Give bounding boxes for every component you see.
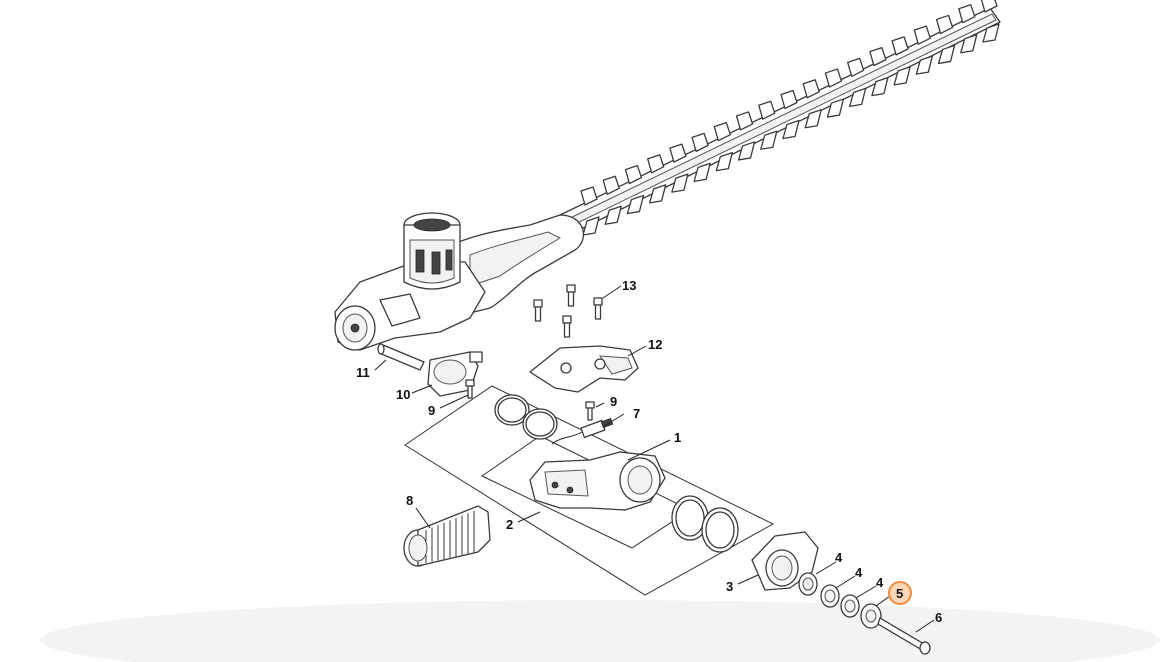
blade-tooth-bottom bbox=[715, 152, 733, 172]
blade-tooth-bottom bbox=[671, 173, 689, 193]
snap-rings-upper bbox=[494, 394, 558, 440]
blade-tooth-top bbox=[913, 25, 931, 45]
washer-4c bbox=[840, 594, 860, 618]
callout-13[interactable]: 13 bbox=[622, 278, 636, 293]
blade-tooth-top bbox=[935, 14, 954, 35]
blade-tooth-bottom bbox=[626, 194, 645, 215]
blade-tooth-bottom bbox=[982, 23, 1000, 43]
callout-2[interactable]: 2 bbox=[506, 517, 513, 532]
callout-3[interactable]: 3 bbox=[726, 579, 733, 594]
blade-tooth-top bbox=[980, 0, 998, 13]
blade-assembly bbox=[439, 0, 1001, 319]
blade-tooth-bottom bbox=[871, 76, 889, 97]
blade-tooth-bottom bbox=[649, 184, 667, 204]
floor-shadow bbox=[40, 600, 1160, 662]
blade-tooth-bottom bbox=[604, 205, 622, 225]
blade-tooth-bottom bbox=[582, 216, 600, 236]
blade-tooth-bottom bbox=[782, 119, 800, 140]
callout-9a[interactable]: 9 bbox=[428, 403, 435, 418]
blade-tooth-top bbox=[891, 36, 909, 56]
blade-tooth-bottom bbox=[826, 98, 845, 118]
callout-1[interactable]: 1 bbox=[674, 430, 681, 445]
blade-tooth-top bbox=[713, 122, 731, 142]
blade-tooth-top bbox=[802, 79, 820, 99]
kit-frame-2 bbox=[404, 385, 775, 596]
callout-12[interactable]: 12 bbox=[648, 337, 662, 352]
blade-tooth-bottom bbox=[915, 55, 933, 75]
blade-tooth-bottom bbox=[693, 162, 711, 183]
callout-labels: 13 12 11 10 9 9 7 1 8 2 3 4 4 4 5 6 bbox=[356, 278, 942, 625]
blade-tooth-bottom bbox=[893, 66, 911, 86]
bolt-6 bbox=[877, 617, 931, 655]
pin-11 bbox=[377, 343, 425, 371]
callout-6[interactable]: 6 bbox=[935, 610, 942, 625]
blade-tooth-bottom bbox=[760, 130, 778, 150]
blade-tooth-bottom bbox=[804, 109, 822, 129]
washer-5 bbox=[860, 603, 882, 629]
blade-tooth-bottom bbox=[937, 44, 956, 65]
callout-11[interactable]: 11 bbox=[356, 365, 370, 380]
callout-9b[interactable]: 9 bbox=[610, 394, 617, 409]
blade-tooth-bottom bbox=[737, 141, 756, 161]
blade-tooth-top bbox=[647, 154, 665, 174]
bracket-12 bbox=[529, 345, 639, 393]
callout-7[interactable]: 7 bbox=[633, 406, 640, 421]
blade-tooth-top bbox=[780, 89, 798, 110]
screws-13 bbox=[533, 284, 603, 338]
blade-tooth-top bbox=[624, 164, 643, 185]
housing-1 bbox=[529, 451, 666, 511]
washer-4a bbox=[798, 572, 818, 596]
blade-tooth-top bbox=[958, 4, 976, 24]
callout-10[interactable]: 10 bbox=[396, 387, 410, 402]
screw-9a bbox=[465, 379, 475, 399]
blade-tooth-top bbox=[735, 111, 754, 131]
highlight-marker-5[interactable] bbox=[888, 581, 912, 605]
blade-tooth-bottom bbox=[849, 87, 867, 107]
blade-tooth-top bbox=[602, 175, 620, 195]
screw-9b bbox=[585, 401, 595, 421]
motor-housing bbox=[334, 212, 486, 351]
callout-8[interactable]: 8 bbox=[406, 493, 413, 508]
blade-tooth-top bbox=[869, 46, 887, 67]
blade-tooth-top bbox=[580, 186, 598, 206]
sleeve-8 bbox=[403, 505, 491, 567]
snap-rings-lower bbox=[671, 495, 739, 553]
blade-tooth-top bbox=[824, 68, 843, 88]
blade-tooth-top bbox=[758, 100, 776, 120]
sensor-7 bbox=[551, 417, 614, 445]
leader-lines bbox=[374, 285, 935, 633]
blade-tooth-top bbox=[669, 143, 687, 163]
callout-4b[interactable]: 4 bbox=[855, 565, 863, 580]
cap-10 bbox=[427, 351, 483, 397]
callout-4a[interactable]: 4 bbox=[835, 550, 843, 565]
blade-tooth-bottom bbox=[960, 34, 978, 54]
callout-4c[interactable]: 4 bbox=[876, 575, 884, 590]
blade-tooth-top bbox=[847, 57, 865, 77]
washer-4b bbox=[820, 584, 840, 608]
callout-5[interactable]: 5 bbox=[896, 586, 903, 601]
blade-tooth-top bbox=[691, 132, 709, 153]
